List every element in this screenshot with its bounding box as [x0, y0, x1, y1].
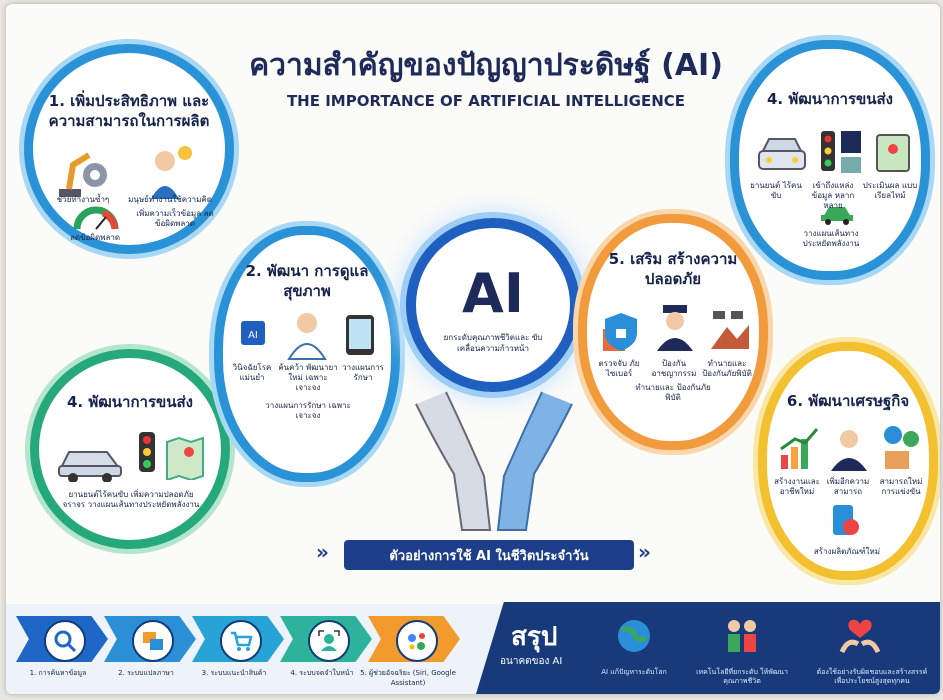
- example-label: 3. ระบบแนะนำสินค้า: [201, 669, 267, 677]
- tablet-doctor-icon: [346, 315, 374, 355]
- circle-economy: 6. พัฒนาเศรษฐกิจ สร้างงานและ อาชีพใหม่ เ…: [758, 342, 938, 580]
- ai-chip-icon: AI: [241, 321, 265, 345]
- circle-healthcare-item: วางแผนการรักษา: [342, 363, 384, 382]
- police-officer-icon: [657, 305, 693, 351]
- circle-healthcare-title: 2. พัฒนา การดูแลสุขภาพ: [245, 262, 369, 300]
- global-market-icon: [884, 426, 919, 469]
- summary-panel: [476, 602, 940, 694]
- car-front-icon: [758, 138, 806, 170]
- example-label: 5. ผู้ช่วยอัจฉริยะ (Siri, Google Assista…: [360, 669, 456, 687]
- traffic-light-icon: [139, 432, 155, 472]
- traffic-data-icon: [821, 131, 861, 173]
- doctor-icon: [287, 313, 327, 360]
- infographic-page: ความสำคัญของปัญญาประดิษฐ์ (AI) THE IMPOR…: [6, 4, 940, 694]
- circle-safety-item: ทำนายและ ป้องกันภัยพิบัติ: [635, 383, 711, 402]
- example-label: 1. การค้นหาข้อมูล: [29, 669, 87, 677]
- circle-healthcare-item: วางแผนการรักษา เฉพาะเจาะจง: [265, 401, 351, 420]
- example-label: 4. ระบบจดจำใบหน้า: [290, 669, 354, 677]
- map-icon: [166, 436, 204, 480]
- summary-title: สรุป: [511, 622, 558, 652]
- summary-item: AI แก้ปัญหาระดับโลก: [601, 668, 667, 676]
- circle-transport-right-title: 4. พัฒนาการขนส่ง: [766, 90, 894, 108]
- circle-productivity-item: ช่วยทำงานซ้ำๆ: [56, 195, 110, 204]
- people-tech-icon: [728, 620, 756, 652]
- circle-transport-right-item: เข้าถึงแหล่งข้อมูล หลากหลาย: [811, 181, 855, 210]
- circle-transport-right-item: ประเมินผล แบบเรียลไทม์: [862, 181, 918, 200]
- businessman-icon: [831, 430, 867, 471]
- circle-transport-right-item: วางแผนเส้นทาง ประหยัดพลังงาน: [802, 229, 860, 248]
- new-product-icon: [833, 505, 859, 535]
- circle-economy-item: สามารถใหม่ การแข่งขัน: [879, 477, 923, 496]
- globe-icon: [618, 620, 650, 652]
- circle-transport-left-title: 4. พัฒนาการขนส่ง: [66, 393, 194, 411]
- robot-hands-icon: [415, 391, 573, 531]
- circle-healthcare-item: ค้นคว้า พัฒนายาใหม่ เฉพาะเจาะจง: [278, 363, 338, 392]
- summary-subtitle: อนาคตของ AI: [500, 656, 563, 667]
- circle-healthcare: 2. พัฒนา การดูแลสุขภาพ AI วินิจฉัยโรค แม…: [214, 226, 400, 482]
- chevron-right-icon: »: [638, 540, 651, 564]
- circle-safety-title: 5. เสริม สร้างความปลอดภัย: [608, 250, 738, 288]
- circle-economy-item: สร้างผลิตภัณฑ์ใหม่: [813, 547, 881, 556]
- cart-icon: [220, 620, 262, 662]
- ai-center-caption: ยกระดับคุณภาพชีวิตและ ขับเคลื่อนความก้าว…: [443, 333, 543, 353]
- circle-transport-left-item: ยานยนต์ไร้คนขับ เพิ่มความปลอดภัยจราจร วา…: [62, 490, 200, 509]
- assistant-icon: [396, 620, 438, 662]
- gauge-icon: [73, 206, 119, 230]
- translate-icon: [132, 620, 174, 662]
- summary-item: ต้องใช้อย่างรับผิดชอบและสร้างสรรค์ เพื่อ…: [816, 668, 928, 685]
- car-icon: [58, 451, 122, 482]
- example-label: 2. ระบบแปลภาษา: [118, 669, 174, 677]
- circle-productivity: 1. เพิ่มประสิทธิภาพ และความสามารถในการผล…: [24, 44, 234, 254]
- circle-productivity-item: ลดข้อผิดพลาด: [69, 233, 121, 242]
- page-subtitle: THE IMPORTANCE OF ARTIFICIAL INTELLIGENC…: [286, 92, 686, 110]
- circle-transport-right: 4. พัฒนาการขนส่ง ยานยนต์ ไร้คนขับ เข้าถึ…: [730, 40, 930, 280]
- daily-life-banner: ตัวอย่างการใช้ AI ในชีวิตประจำวัน: [344, 540, 634, 570]
- search-icon: [44, 620, 86, 662]
- summary-item: เทคโนโลยีที่ยกระดับ ให้พัฒนาคุณภาพชีวิต: [696, 668, 788, 685]
- circle-economy-item: สร้างงานและ อาชีพใหม่: [774, 477, 820, 496]
- ai-center-circle: AI ยกระดับคุณภาพชีวิตและ ขับเคลื่อนความก…: [406, 218, 580, 392]
- circle-transport-left: 4. พัฒนาการขนส่ง ยานยนต์ไร้คนขับ เพิ่มคว…: [30, 349, 230, 549]
- face-scan-icon: [308, 620, 350, 662]
- circle-healthcare-item: วินิจฉัยโรค แม่นยำ: [232, 363, 272, 382]
- circle-productivity-item: เพิ่มความเร็วข้อมูล ลดข้อผิดพลาด: [136, 209, 214, 228]
- page-title: ความสำคัญของปัญญาประดิษฐ์ (AI): [249, 48, 723, 83]
- svg-text:AI: AI: [248, 330, 258, 341]
- circle-safety-item: ตรวจจับ ภัยไซเบอร์: [598, 359, 640, 378]
- robot-arm-icon: [59, 152, 107, 197]
- satellite-icon: [711, 311, 749, 349]
- circle-productivity-title: 1. เพิ่มประสิทธิภาพ และความสามารถในการผล…: [48, 92, 210, 130]
- green-car-icon: [821, 207, 853, 225]
- shield-lock-icon: [603, 313, 637, 351]
- ai-center-label: AI: [462, 262, 524, 325]
- circle-economy-item: เพิ่มอีกความ สามารถ: [826, 477, 870, 496]
- map-tablet-icon: [876, 134, 910, 172]
- chevron-right-icon: »: [316, 540, 329, 564]
- circle-transport-right-item: ยานยนต์ ไร้คนขับ: [750, 181, 802, 200]
- worker-idea-icon: [151, 146, 192, 199]
- growth-chart-icon: [780, 428, 819, 469]
- circle-economy-title: 6. พัฒนาเศรษฐกิจ: [786, 392, 910, 410]
- circle-productivity-item: มนุษย์ทำงานใช้ความคิด: [128, 195, 212, 204]
- circle-safety: 5. เสริม สร้างความปลอดภัย ตรวจจับ ภัยไซเ…: [578, 214, 768, 450]
- circle-safety-item: ป้องกัน อาชญากรรม: [651, 359, 697, 378]
- circle-safety-item: ทำนายและ ป้องกันภัยพิบัติ: [702, 359, 752, 378]
- hands-heart-icon: [839, 619, 881, 654]
